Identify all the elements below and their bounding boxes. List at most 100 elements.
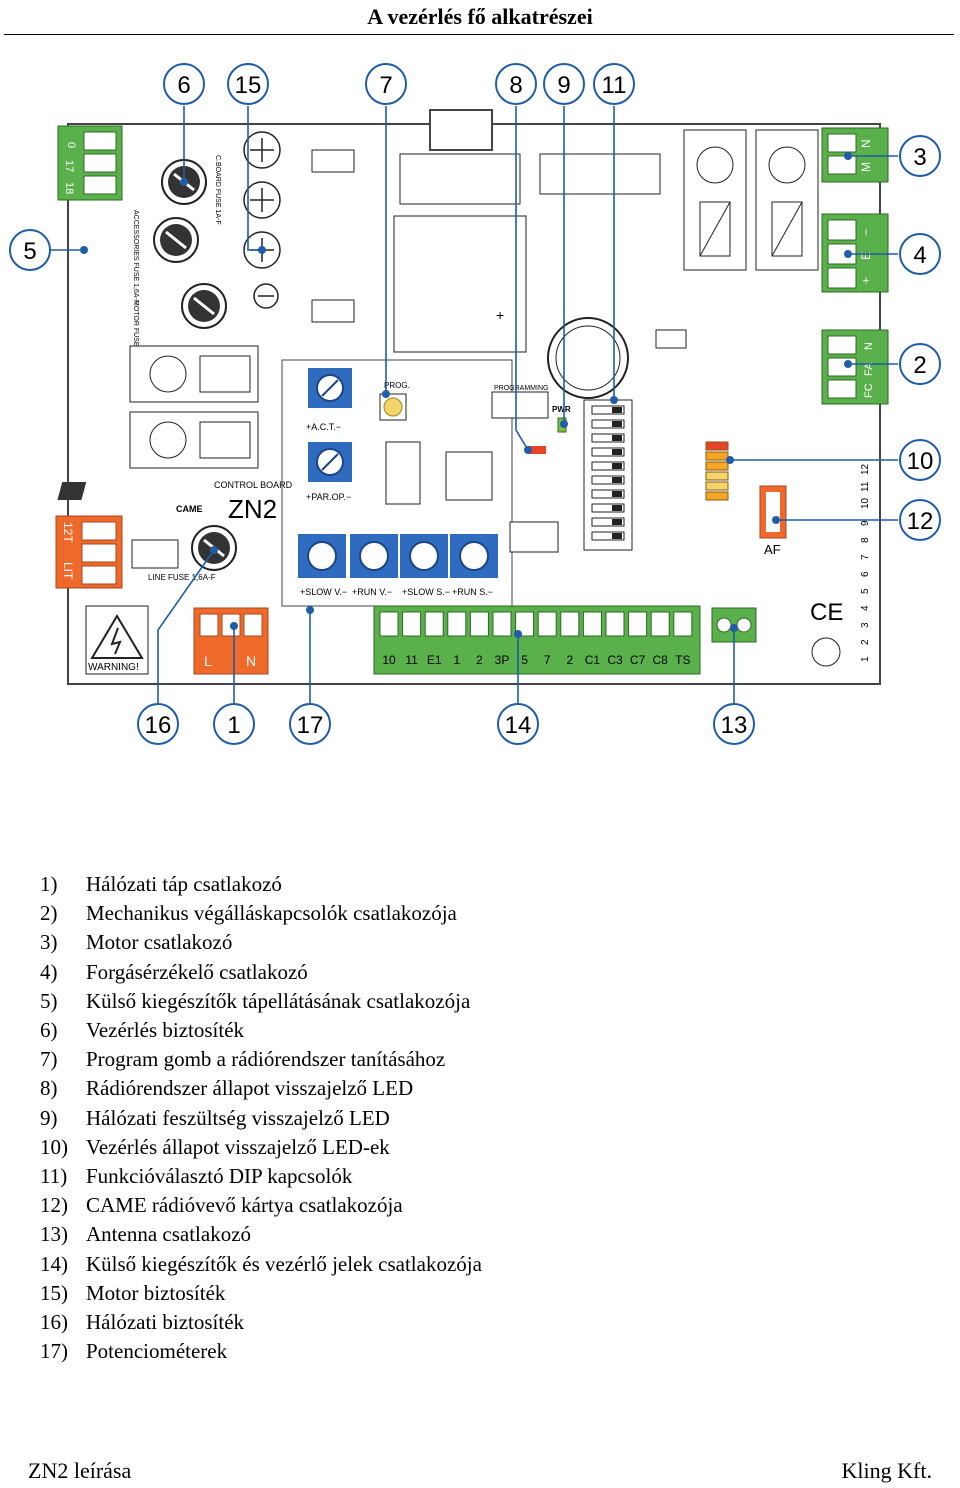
legend-item: 11)Funkcióválasztó DIP kapcsolók	[40, 1162, 482, 1191]
dip-number: 10	[860, 497, 871, 509]
callout-number: 17	[297, 712, 324, 739]
fuse-accessories: ACCESSORIES FUSE 1,6A-F	[132, 210, 199, 304]
legend-text: CAME rádióvevő kártya csatlakozója	[86, 1193, 403, 1218]
footer-left: ZN2 leírása	[28, 1458, 132, 1483]
motor-terminal-label-0: M	[859, 162, 873, 172]
ic-u1	[655, 329, 687, 349]
prog-button: PROG.	[379, 381, 410, 421]
warning-label: WARNING!	[88, 662, 139, 673]
dip-number: 7	[860, 554, 871, 560]
callout-circle	[495, 63, 537, 105]
dip-switch	[591, 531, 625, 541]
legend-text: Forgásérzékelő csatlakozó	[86, 959, 308, 984]
status-led	[705, 491, 729, 501]
dip-number: 2	[860, 639, 871, 645]
callout-number: 5	[23, 238, 36, 265]
terminal-label: 7	[544, 653, 551, 667]
status-led	[705, 481, 729, 491]
accessories-fuse-label: ACCESSORIES FUSE 1,6A-F	[132, 210, 139, 304]
limit-terminal-label-1: FA	[863, 362, 875, 376]
legend-text: Antenna csatlakozó	[86, 1222, 252, 1247]
status-leds	[705, 441, 729, 501]
legend-number: 3)	[40, 930, 58, 955]
callout-circle	[163, 63, 205, 105]
motor-fuse-label: MOTOR FUSE 5A-F	[132, 300, 139, 364]
terminal-label: 11	[405, 653, 418, 667]
callout-circle	[497, 703, 539, 745]
legend-number: 2)	[40, 901, 58, 926]
af-label: AF	[764, 542, 781, 557]
transformer-label-1: LIT	[61, 562, 75, 580]
terminal-screw	[628, 611, 648, 637]
limit-switch-terminal: FC FA N	[821, 329, 889, 405]
dip-switch	[591, 461, 625, 471]
ic-u6	[311, 149, 355, 173]
legend-number: 9)	[40, 1105, 58, 1130]
dip-switch-knob	[612, 519, 622, 525]
power-terminal: L N	[193, 607, 269, 675]
limit-terminal-label-0: FC	[863, 383, 875, 398]
callout-number: 2	[913, 352, 926, 379]
legend-text: Külső kiegészítők és vezérlő jelek csatl…	[86, 1251, 482, 1276]
cboard-fuse-label: C.BOARD FUSE 1A-F	[214, 155, 221, 225]
ic-u5	[385, 441, 421, 505]
legend-item: 14)Külső kiegészítők és vezérlő jelek cs…	[40, 1250, 482, 1279]
fuse-motor: MOTOR FUSE 5A-F	[132, 283, 227, 364]
dip-switch-knob	[612, 463, 622, 469]
legend-item: 15)Motor biztosíték	[40, 1279, 482, 1308]
legend-text: Funkcióválasztó DIP kapcsolók	[86, 1164, 353, 1189]
terminal-label: 3P	[495, 653, 510, 667]
relays-top-right	[683, 129, 819, 271]
dip-switch-knob	[612, 449, 622, 455]
encoder-terminal: + E −	[821, 213, 889, 293]
line-fuse-label: LINE FUSE 1,6A-F	[148, 573, 216, 582]
callout-circle	[899, 233, 941, 275]
legend-text: Rádiórendszer állapot visszajelző LED	[86, 1076, 414, 1101]
legend-number: 17)	[40, 1339, 68, 1364]
af-connector: AF	[759, 485, 787, 557]
terminal-label: C7	[630, 653, 646, 667]
dip-number: 4	[860, 605, 871, 611]
callout-circle	[213, 703, 255, 745]
legend-item: 4)Forgásérzékelő csatlakozó	[40, 958, 482, 987]
legend-number: 1)	[40, 872, 58, 896]
terminal-screw	[650, 611, 670, 637]
legend-item: 5)Külső kiegészítők tápellátásának csatl…	[40, 987, 482, 1016]
warning-symbol: WARNING!	[85, 605, 149, 675]
callout-circle	[899, 439, 941, 481]
dip-number: 5	[860, 588, 871, 594]
dip-switch-knob	[612, 421, 622, 427]
legend-text: Hálózati biztosíték	[86, 1310, 245, 1335]
legend-text: Program gomb a rádiórendszer tanításához	[86, 1047, 446, 1072]
callout-circle	[713, 703, 755, 745]
legend-text: Vezérlés állapot visszajelző LED-ek	[86, 1134, 390, 1159]
dip-switch	[591, 503, 625, 513]
callout-circle	[9, 229, 51, 271]
legend-item: 9)Hálózati feszültség visszajelző LED	[40, 1104, 482, 1133]
pots-bottom: +SLOW V.− +RUN V.− +SLOW S.− +RUN S.−	[298, 534, 498, 597]
terminal-label: C8	[653, 653, 669, 667]
dip-switch	[591, 517, 625, 527]
footer-right: Kling Kft.	[841, 1458, 932, 1483]
callout-number: 11	[602, 72, 627, 99]
terminal-screw	[537, 611, 557, 637]
big-capacitor	[547, 317, 629, 399]
legend-item: 6)Vezérlés biztosíték	[40, 1016, 482, 1045]
legend-text: Külső kiegészítők tápellátásának csatlak…	[86, 988, 471, 1013]
prog-label: PROG.	[384, 381, 410, 390]
legend-number: 12)	[40, 1193, 68, 1218]
callout-circle	[593, 63, 635, 105]
legend-item: 2)Mechanikus végálláskapcsolók csatlakoz…	[40, 899, 482, 928]
pot-label-slow-s: +SLOW S.−	[402, 587, 450, 597]
transformer-terminal: 12T LIT	[55, 515, 123, 589]
callout-number: 14	[505, 712, 532, 739]
terminal-screw	[447, 611, 467, 637]
fuse-line	[191, 525, 237, 571]
terminal-screw	[582, 611, 602, 637]
pot-parop: +PAR.OP.−	[306, 442, 352, 502]
callout-number: 10	[907, 448, 934, 475]
power-label-l: L	[204, 653, 212, 669]
terminal-label: 2	[566, 653, 573, 667]
terminal-screw	[605, 611, 625, 637]
terminal-label: 10	[382, 653, 396, 667]
